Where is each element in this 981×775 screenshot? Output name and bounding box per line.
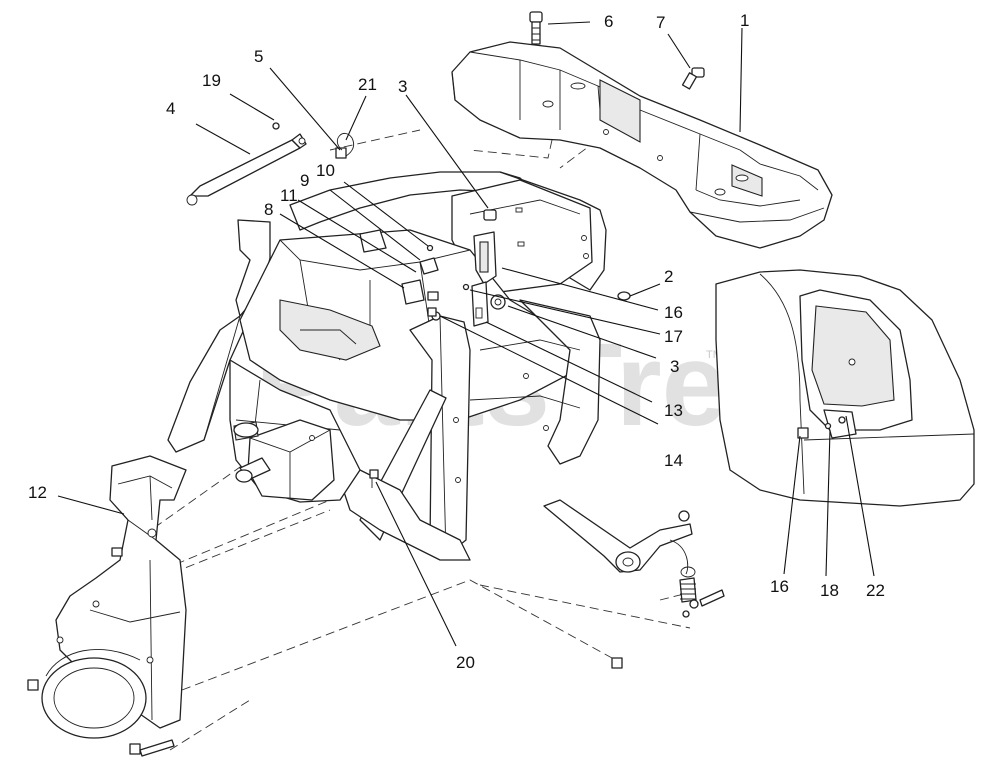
plate-11 — [419, 257, 439, 275]
callout-10: 10 — [316, 161, 335, 180]
callout-3-lower: 3 — [670, 357, 679, 376]
callout-6: 6 — [604, 12, 613, 31]
latch-16 — [473, 231, 497, 285]
callout-14: 14 — [664, 451, 683, 470]
callout-20: 20 — [456, 653, 475, 672]
callout-18: 18 — [820, 581, 839, 600]
washer-3-lower — [490, 294, 506, 310]
housing-fasteners — [797, 422, 832, 439]
callout-1: 1 — [740, 11, 749, 30]
gearbox — [233, 419, 335, 501]
callout-16-right: 16 — [770, 577, 789, 596]
latch-plate — [471, 281, 489, 327]
callout-11: 11 — [280, 186, 298, 205]
leader-lines — [57, 21, 875, 647]
gas-spring-4 — [186, 133, 307, 206]
callout-13: 13 — [664, 401, 683, 420]
callout-labels: 1 2 3 3 4 5 6 7 8 9 10 11 12 13 14 16 16… — [28, 11, 885, 672]
callout-19: 19 — [202, 71, 221, 90]
callout-7: 7 — [656, 13, 665, 32]
callout-21: 21 — [358, 75, 377, 94]
callout-22: 22 — [866, 581, 885, 600]
callout-5: 5 — [254, 47, 263, 66]
nut-14 — [427, 307, 437, 317]
nut-5 — [335, 147, 347, 159]
callout-12: 12 — [28, 483, 47, 502]
clip-21 — [336, 132, 355, 157]
chute-bolts — [27, 547, 175, 757]
callout-2: 2 — [664, 267, 673, 286]
callout-8: 8 — [264, 200, 273, 219]
screw-17 — [462, 283, 470, 291]
screw-20 — [369, 469, 379, 488]
callout-3-upper: 3 — [398, 77, 407, 96]
chute-12 — [41, 455, 187, 739]
callout-4: 4 — [166, 99, 175, 118]
bagger-housing — [715, 269, 975, 507]
nut-lower — [611, 657, 623, 669]
bolt-7 — [681, 67, 705, 90]
bracket-9 — [359, 229, 387, 253]
nut-3-upper — [483, 209, 497, 221]
screw-10 — [426, 244, 434, 252]
callout-17: 17 — [664, 327, 683, 346]
washer-19 — [272, 122, 280, 130]
callout-9: 9 — [300, 171, 309, 190]
bushing-2 — [617, 291, 631, 301]
bolt-6 — [529, 11, 543, 45]
bracket-8 — [401, 279, 439, 305]
bumper-tray-assembly — [451, 41, 833, 249]
lever-assembly — [543, 499, 725, 618]
callout-16-upper: 16 — [664, 303, 683, 322]
